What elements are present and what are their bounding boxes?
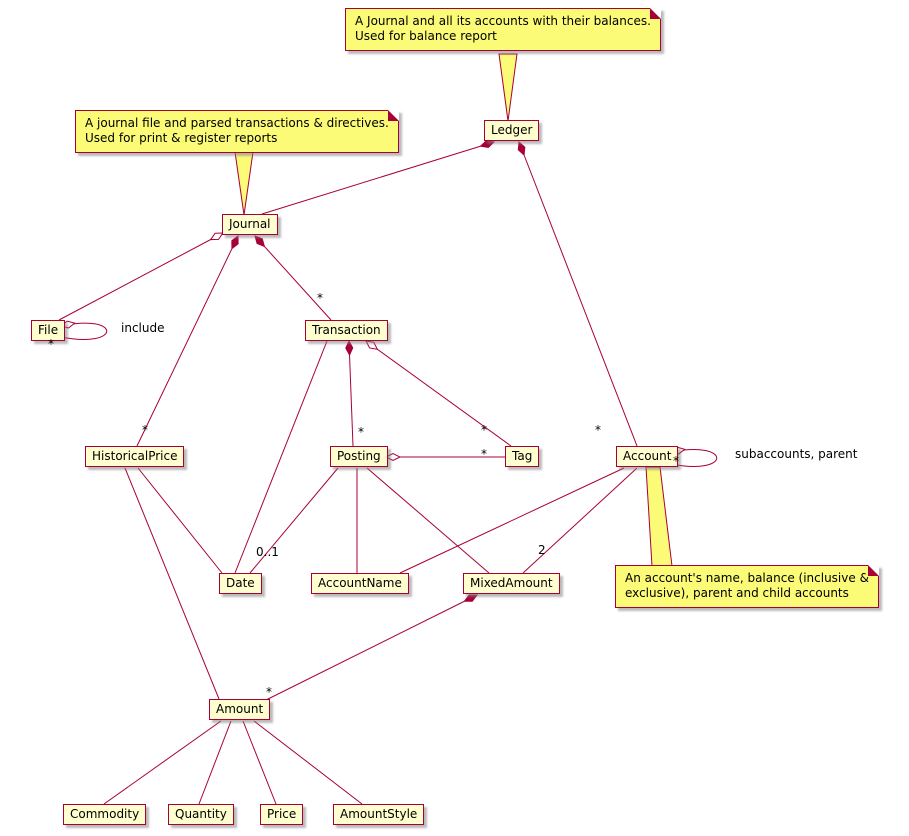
multiplicity-account-self: * xyxy=(673,454,679,468)
class-commodity: Commodity xyxy=(63,804,147,825)
note-account: An account's name, balance (inclusive & … xyxy=(615,565,879,608)
note-account-line2: exclusive), parent and child accounts xyxy=(625,586,849,600)
class-file: File xyxy=(31,320,66,341)
class-transaction: Transaction xyxy=(305,320,388,341)
label-include: include xyxy=(121,321,165,335)
label-subaccounts-parent: subaccounts, parent xyxy=(735,447,858,461)
edge-historicalprice-amount xyxy=(124,467,220,700)
class-amount: Amount xyxy=(209,699,271,720)
edge-file-include-self-loop xyxy=(61,323,107,340)
class-price: Price xyxy=(260,804,304,825)
edge-ledger-journal xyxy=(261,142,494,215)
edge-transaction-date xyxy=(234,340,328,574)
multiplicity-file-include: * xyxy=(48,337,54,351)
note-ledger: A Journal and all its accounts with thei… xyxy=(345,8,661,51)
edge-ledger-account xyxy=(519,142,638,447)
edge-journal-transaction xyxy=(255,236,332,321)
edge-posting-date xyxy=(249,467,339,574)
multiplicity-account-mixedamount: 2 xyxy=(538,543,546,557)
multiplicity-journal-hprice: * xyxy=(142,423,148,437)
edge-posting-mixedamount xyxy=(366,467,490,574)
class-journal: Journal xyxy=(222,214,278,235)
class-posting: Posting xyxy=(330,446,388,467)
multiplicity-transaction-tag: * xyxy=(481,423,487,437)
edge-account-mixedamount xyxy=(522,467,638,574)
class-ledger: Ledger xyxy=(484,120,540,141)
multiplicity-posting-tag: * xyxy=(481,447,487,461)
multiplicity-posting-date: 0..1 xyxy=(256,545,279,559)
note-journal-line2: Used for print & register reports xyxy=(85,131,278,145)
class-historicalprice: HistoricalPrice xyxy=(85,446,185,467)
edge-mixedamount-amount xyxy=(263,595,477,702)
note-ledger-line2: Used for balance report xyxy=(355,29,497,43)
edge-account-self-loop xyxy=(671,450,717,467)
edge-transaction-posting xyxy=(349,341,354,447)
multiplicity-mixedamount-amount: * xyxy=(266,685,272,699)
multiplicity-transaction-posting: * xyxy=(358,425,364,439)
class-tag: Tag xyxy=(505,446,540,467)
edge-transaction-tag xyxy=(366,341,512,447)
edge-journal-file xyxy=(58,233,223,321)
class-account: Account xyxy=(616,446,679,467)
note-pointer-account xyxy=(645,466,673,567)
edge-account-accountname xyxy=(399,467,625,574)
edge-amount-amountstyle xyxy=(253,720,363,805)
edge-historicalprice-date xyxy=(137,467,223,574)
class-date: Date xyxy=(219,573,262,594)
class-quantity: Quantity xyxy=(168,804,234,825)
multiplicity-journal-transaction: * xyxy=(317,291,323,305)
class-accountname: AccountName xyxy=(311,573,409,594)
note-pointer-journal xyxy=(234,151,254,216)
note-journal-line1: A journal file and parsed transactions &… xyxy=(85,116,389,130)
edge-amount-quantity xyxy=(198,720,232,805)
multiplicity-ledger-account: * xyxy=(595,423,601,437)
note-ledger-line1: A Journal and all its accounts with thei… xyxy=(355,14,651,28)
note-journal: A journal file and parsed transactions &… xyxy=(75,110,399,153)
edge-journal-historicalprice xyxy=(136,236,238,447)
edge-amount-price xyxy=(242,720,277,805)
class-mixedamount: MixedAmount xyxy=(463,573,560,594)
edge-amount-commodity xyxy=(103,720,222,805)
class-amountstyle: AmountStyle xyxy=(333,804,425,825)
note-pointer-ledger xyxy=(498,53,518,122)
note-account-line1: An account's name, balance (inclusive & xyxy=(625,571,869,585)
